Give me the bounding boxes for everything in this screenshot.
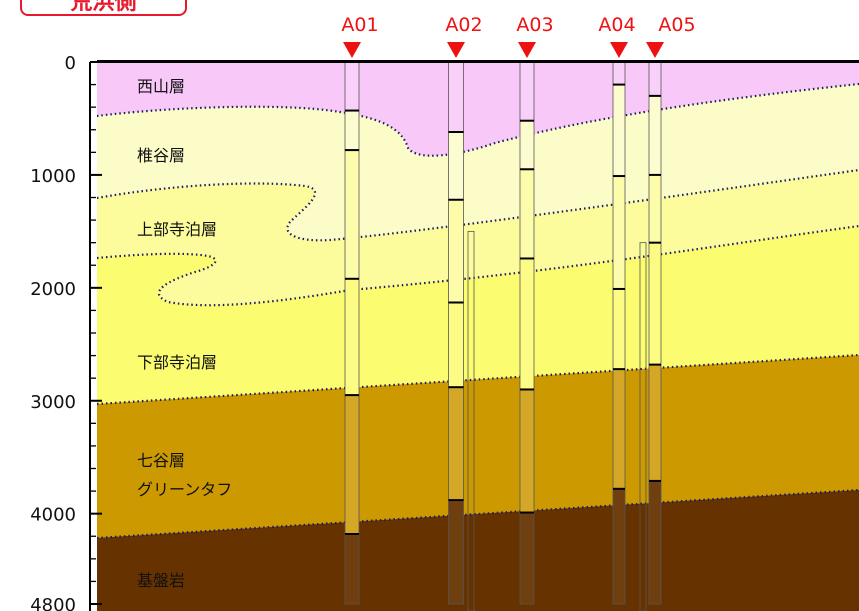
well-a03: A03 — [516, 14, 554, 605]
well-segment — [612, 488, 626, 605]
well-segment — [448, 131, 464, 201]
well-segment — [648, 480, 662, 605]
well-segment — [612, 288, 626, 370]
well-marker-icon — [447, 42, 465, 58]
layer-label-green-tuff: グリーンタフ — [137, 480, 232, 499]
well-a05: A05 — [646, 14, 696, 605]
well-label: A03 — [516, 14, 553, 36]
well-a01: A01 — [341, 14, 379, 605]
contact-line-upper-lower-teradomari — [97, 224, 859, 307]
well-a02: A02 — [445, 14, 483, 605]
y-axis-tick-label: 2000 — [30, 279, 76, 300]
wells: A01 A02 A03 A04 A05 — [341, 14, 696, 611]
well-segment — [612, 84, 626, 177]
layer-label-basement: 基盤岩 — [137, 571, 185, 590]
well-label: A04 — [598, 14, 635, 36]
side-label: 荒浜側 — [20, 0, 187, 16]
well-segment — [519, 512, 535, 605]
y-axis-tick-label: 0 — [65, 53, 76, 74]
well-segment — [648, 364, 662, 482]
contact-line-nanatani-basement — [97, 488, 859, 540]
contact-line-lower-teradomari-nanatani — [97, 353, 859, 406]
contact-line-shiiya-upper-teradomari — [97, 168, 859, 242]
well-segment — [448, 499, 464, 605]
layer-label-nanatani: 七谷層 — [137, 451, 185, 470]
well-marker-icon — [646, 42, 664, 58]
layer-labels: 西山層 椎谷層 上部寺泊層 下部寺泊層 七谷層 グリーンタフ 基盤岩 — [137, 77, 232, 590]
contact-line-nishiyama-shiiya — [97, 82, 859, 157]
layer-label-nishiyama: 西山層 — [137, 77, 185, 96]
layer-fills — [97, 62, 859, 611]
layer-label-upper-teradomari: 上部寺泊層 — [137, 220, 217, 239]
well-segment — [648, 95, 662, 176]
well-segment — [344, 149, 360, 280]
well-segment — [344, 394, 360, 535]
well-segment — [344, 533, 360, 605]
well-segment — [448, 61, 464, 133]
well-branch — [639, 242, 647, 611]
y-axis-tick-label: 4800 — [30, 595, 76, 611]
well-branch — [467, 230, 475, 611]
well-segment — [648, 174, 662, 244]
well-segment — [448, 199, 464, 303]
layer-label-lower-teradomari: 下部寺泊層 — [137, 353, 217, 372]
y-axis: 0 1000 2000 3000 4000 4800 — [30, 53, 102, 611]
well-segment — [519, 258, 535, 390]
well-label: A05 — [658, 14, 695, 36]
well-marker-icon — [343, 42, 361, 58]
well-segment — [448, 302, 464, 388]
y-axis-tick-label: 3000 — [30, 392, 76, 413]
well-segment — [519, 389, 535, 513]
well-segment — [344, 278, 360, 396]
well-segment — [344, 110, 360, 151]
well-marker-icon — [518, 42, 536, 58]
y-axis-tick-label: 1000 — [30, 166, 76, 187]
well-segment — [519, 120, 535, 170]
layer-basement-fill — [97, 490, 859, 611]
well-segment — [648, 61, 662, 97]
well-segment — [612, 61, 626, 85]
well-a04: A04 — [598, 14, 636, 605]
well-segment — [519, 61, 535, 122]
well-segment — [448, 386, 464, 501]
well-label: A01 — [341, 14, 378, 36]
well-segment — [519, 168, 535, 259]
layer-label-shiiya: 椎谷層 — [137, 146, 185, 165]
well-segment — [612, 368, 626, 490]
well-segment — [612, 175, 626, 290]
y-axis-tick-label: 4000 — [30, 505, 76, 526]
well-segment — [344, 61, 360, 111]
well-marker-icon — [610, 42, 628, 58]
well-segment — [648, 242, 662, 366]
well-label: A02 — [445, 14, 482, 36]
